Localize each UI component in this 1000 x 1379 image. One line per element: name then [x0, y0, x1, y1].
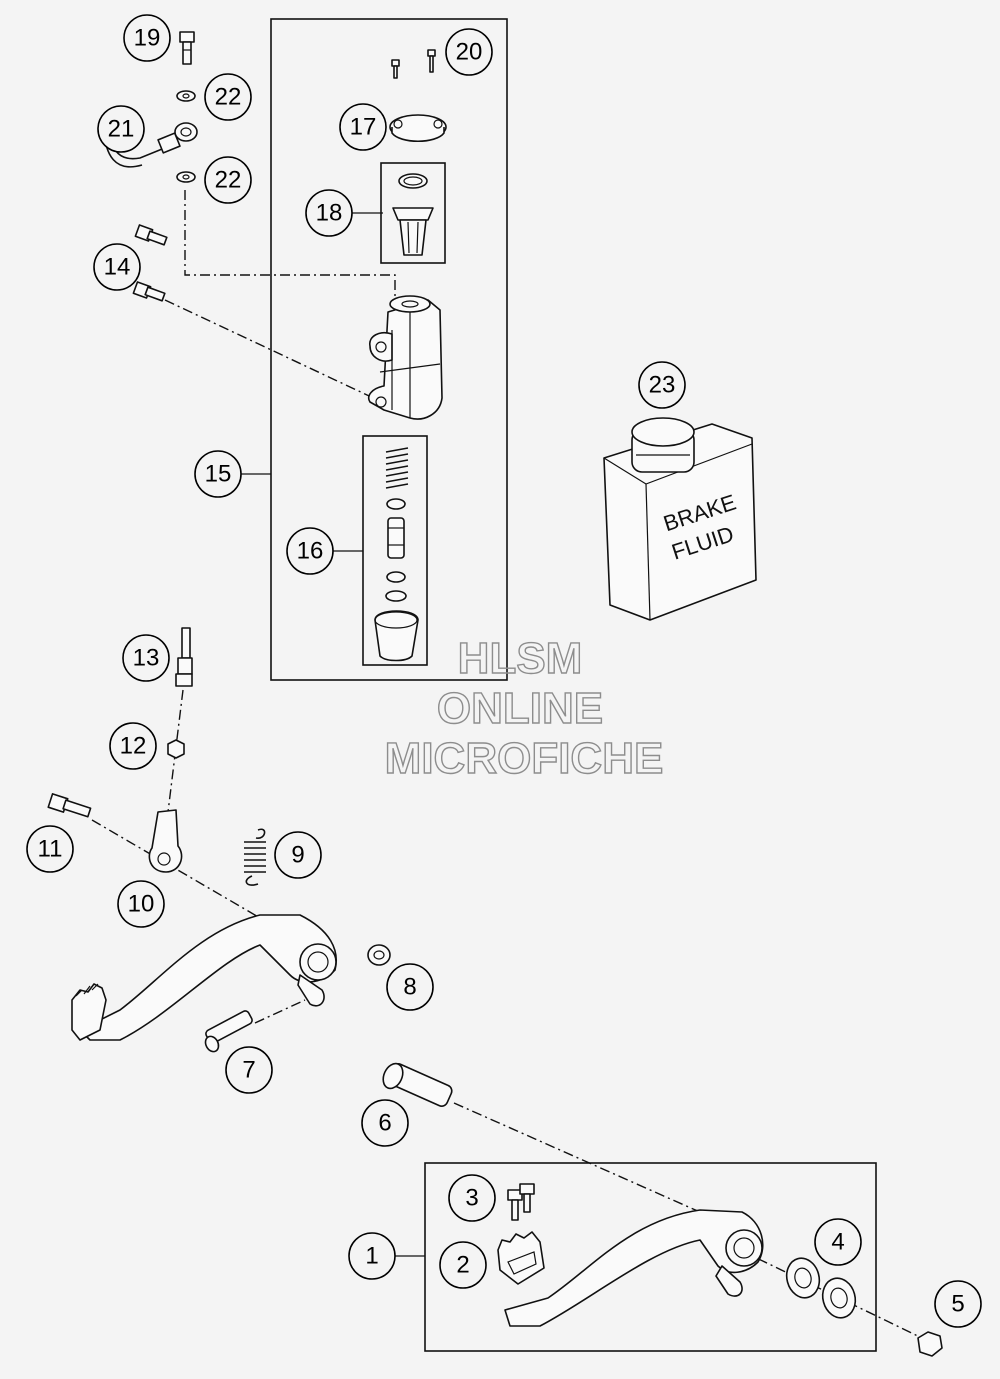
pedal-nut-part [917, 1331, 943, 1357]
push-rod-part [175, 627, 193, 687]
callout-9: 9 [274, 831, 322, 879]
svg-text:15: 15 [205, 461, 232, 488]
callout-2: 2 [439, 1241, 487, 1289]
bolt-part [47, 793, 92, 818]
svg-text:16: 16 [297, 538, 324, 565]
screw-part [132, 224, 168, 302]
svg-text:23: 23 [649, 372, 676, 399]
brake-fluid-can-part [603, 417, 757, 621]
cover-screw-part [391, 49, 436, 79]
callout-17: 17 [339, 103, 387, 151]
clevis-part [148, 809, 183, 873]
return-spring-part [244, 828, 266, 886]
step-screw-part [507, 1183, 535, 1221]
sealing-washer-part [176, 90, 196, 183]
bearing-part [785, 1257, 857, 1319]
group-box-brake-pedal [424, 1162, 877, 1352]
callout-22-upper: 22 [204, 73, 252, 121]
watermark: HLSM ONLINE MICROFICHE [384, 633, 664, 783]
callout-16: 16 [286, 527, 334, 575]
callout-18: 18 [305, 189, 353, 237]
brake-pedal-lower-part [504, 1209, 764, 1327]
group-box-master-cylinder [270, 18, 508, 681]
callout-8: 8 [386, 963, 434, 1011]
pin-part [204, 1010, 253, 1053]
svg-text:14: 14 [104, 254, 131, 281]
svg-text:21: 21 [108, 116, 135, 143]
svg-text:4: 4 [831, 1229, 844, 1256]
pivot-bolt-part [382, 1062, 453, 1107]
svg-text:9: 9 [291, 842, 304, 869]
reservoir-cover-part [389, 114, 447, 143]
svg-text:6: 6 [378, 1110, 391, 1137]
svg-text:8: 8 [403, 974, 416, 1001]
piston-kit-parts [374, 447, 419, 662]
svg-text:13: 13 [133, 645, 160, 672]
svg-text:22: 22 [215, 84, 242, 111]
watermark-line2: ONLINE [437, 684, 603, 733]
callout-13: 13 [122, 634, 170, 682]
svg-text:2: 2 [456, 1252, 469, 1279]
svg-text:22: 22 [215, 167, 242, 194]
callout-14: 14 [93, 243, 141, 291]
callout-19: 19 [123, 14, 171, 62]
callout-23: 23 [638, 361, 686, 409]
svg-text:19: 19 [134, 25, 161, 52]
svg-text:7: 7 [242, 1057, 255, 1084]
bushing-part [367, 944, 391, 966]
brake-line-part [103, 111, 198, 168]
master-cylinder-body-part [368, 295, 443, 420]
svg-text:17: 17 [350, 114, 377, 141]
banjo-bolt-part [179, 31, 195, 65]
svg-text:11: 11 [38, 836, 63, 863]
watermark-line1: HLSM [458, 634, 583, 683]
brake-pedal-upper-part [71, 914, 337, 1041]
step-plate-part [497, 1231, 545, 1285]
callout-10: 10 [117, 880, 165, 928]
callout-21: 21 [97, 105, 145, 153]
callout-7: 7 [225, 1046, 273, 1094]
svg-text:12: 12 [120, 733, 147, 760]
callout-5: 5 [934, 1280, 982, 1328]
svg-text:5: 5 [951, 1291, 964, 1318]
nut-part [167, 739, 185, 759]
callout-15: 15 [194, 450, 242, 498]
callout-20: 20 [445, 28, 493, 76]
svg-text:18: 18 [316, 200, 343, 227]
callout-12: 12 [109, 722, 157, 770]
callout-1: 1 [348, 1232, 396, 1280]
callout-22-lower: 22 [204, 156, 252, 204]
svg-text:1: 1 [365, 1243, 378, 1270]
svg-text:20: 20 [456, 39, 483, 66]
reservoir-parts [392, 173, 434, 256]
callout-6: 6 [361, 1099, 409, 1147]
leader-lines [241, 212, 425, 1257]
callout-3: 3 [448, 1174, 496, 1222]
svg-text:10: 10 [128, 891, 155, 918]
svg-text:3: 3 [465, 1185, 478, 1212]
callout-4: 4 [814, 1218, 862, 1266]
callout-11: 11 [26, 825, 74, 873]
watermark-line3: MICROFICHE [385, 734, 664, 783]
